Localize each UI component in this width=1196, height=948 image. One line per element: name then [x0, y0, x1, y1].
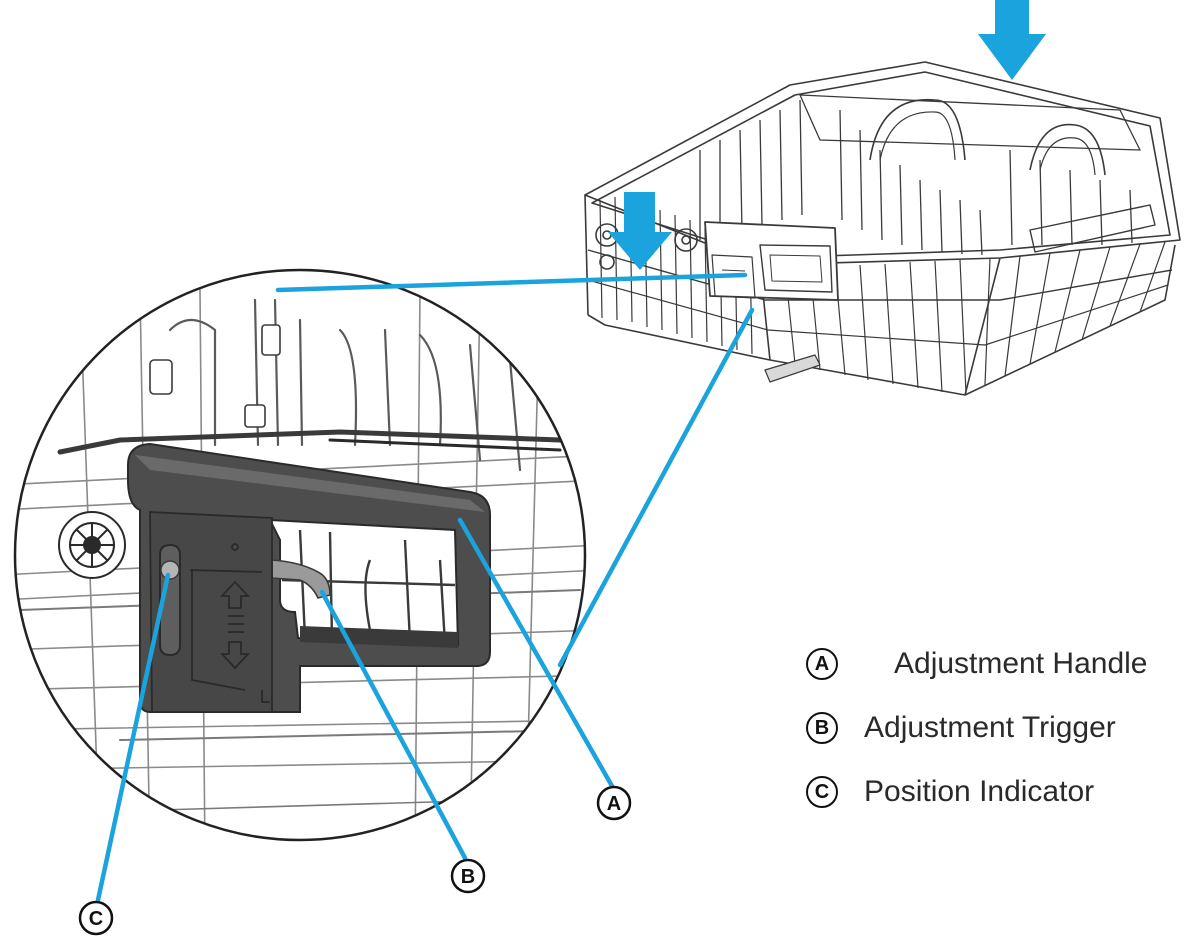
legend-item-c: C Position Indicator	[806, 760, 1196, 824]
legend-badge-b: B	[806, 712, 838, 744]
svg-text:C: C	[89, 908, 103, 930]
adjustment-handle	[127, 442, 491, 713]
down-arrow-icon	[608, 192, 672, 270]
callout-badge-b: B	[450, 858, 486, 894]
legend-badge-a: A	[806, 648, 838, 680]
legend-item-a: A Adjustment Handle	[806, 632, 1196, 696]
svg-text:B: B	[461, 866, 475, 888]
magnified-detail-view	[13, 268, 587, 842]
legend: A Adjustment Handle B Adjustment Trigger…	[806, 632, 1196, 824]
legend-label-c: Position Indicator	[864, 775, 1095, 808]
legend-item-b: B Adjustment Trigger	[806, 696, 1196, 760]
callout-badge-a: A	[596, 785, 632, 821]
callout-lines	[95, 272, 755, 903]
legend-label-b: Adjustment Trigger	[864, 711, 1116, 744]
upper-rack-illustration	[584, 61, 1181, 396]
legend-badge-c: C	[806, 776, 838, 808]
down-arrow-icon	[978, 0, 1046, 80]
callout-badge-c: C	[78, 900, 114, 936]
svg-text:A: A	[607, 793, 621, 815]
legend-label-a: Adjustment Handle	[894, 647, 1148, 680]
